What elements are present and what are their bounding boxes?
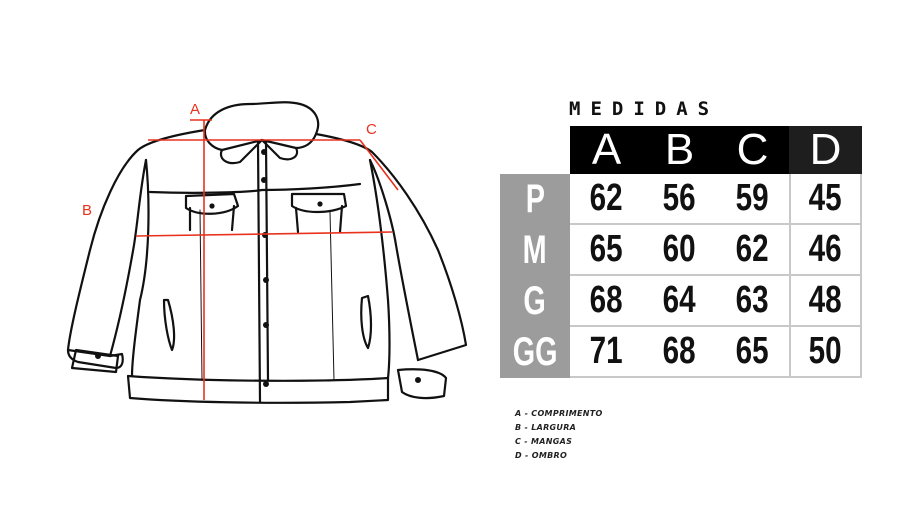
value-cell: 65 (716, 327, 789, 378)
legend-item-a: A - COMPRIMENTO (515, 409, 603, 418)
value-cell: 60 (643, 225, 716, 276)
value-cell: 68 (643, 327, 716, 378)
legend-item-c: C - MANGAS (515, 437, 573, 446)
size-label: P (500, 174, 570, 225)
value-cell: 50 (789, 327, 862, 378)
size-label: GG (500, 327, 570, 378)
value-cell: 71 (570, 327, 643, 378)
size-label: G (500, 276, 570, 327)
value-cell: 45 (789, 174, 862, 225)
value-cell: 64 (643, 276, 716, 327)
table-title: MEDIDAS (569, 98, 720, 120)
value-cell: 62 (716, 225, 789, 276)
header-row: A B C D (500, 125, 862, 174)
table-row: M 65 60 62 46 (500, 225, 862, 276)
value-cell: 62 (570, 174, 643, 225)
line-c-sleeve (359, 139, 399, 191)
value-cell: 48 (789, 276, 862, 327)
dimension-label-c: C (366, 121, 377, 138)
jacket-outline (66, 101, 468, 404)
legend-item-b: B - LARGURA (515, 423, 577, 432)
table-row: GG 71 68 65 50 (500, 327, 862, 378)
value-cell: 56 (643, 174, 716, 225)
dimension-label-a: A (190, 101, 200, 118)
column-header-d: D (789, 125, 862, 174)
value-cell: 63 (716, 276, 789, 327)
value-cell: 65 (570, 225, 643, 276)
table-row: P 62 56 59 45 (500, 174, 862, 225)
column-header-c: C (716, 125, 789, 174)
legend-item-d: D - OMBRO (515, 451, 568, 460)
value-cell: 59 (716, 174, 789, 225)
value-cell: 46 (789, 225, 862, 276)
value-cell: 68 (570, 276, 643, 327)
size-label: M (500, 225, 570, 276)
measurement-legend: A - COMPRIMENTO B - LARGURA C - MANGAS D… (515, 407, 603, 463)
corner-cell (500, 126, 570, 174)
column-header-a: A (570, 125, 643, 174)
dimension-label-b: B (82, 202, 92, 219)
line-b-horizontal (135, 231, 393, 237)
column-header-b: B (643, 125, 716, 174)
table-row: G 68 64 63 48 (500, 276, 862, 327)
dimension-lines (135, 119, 399, 400)
